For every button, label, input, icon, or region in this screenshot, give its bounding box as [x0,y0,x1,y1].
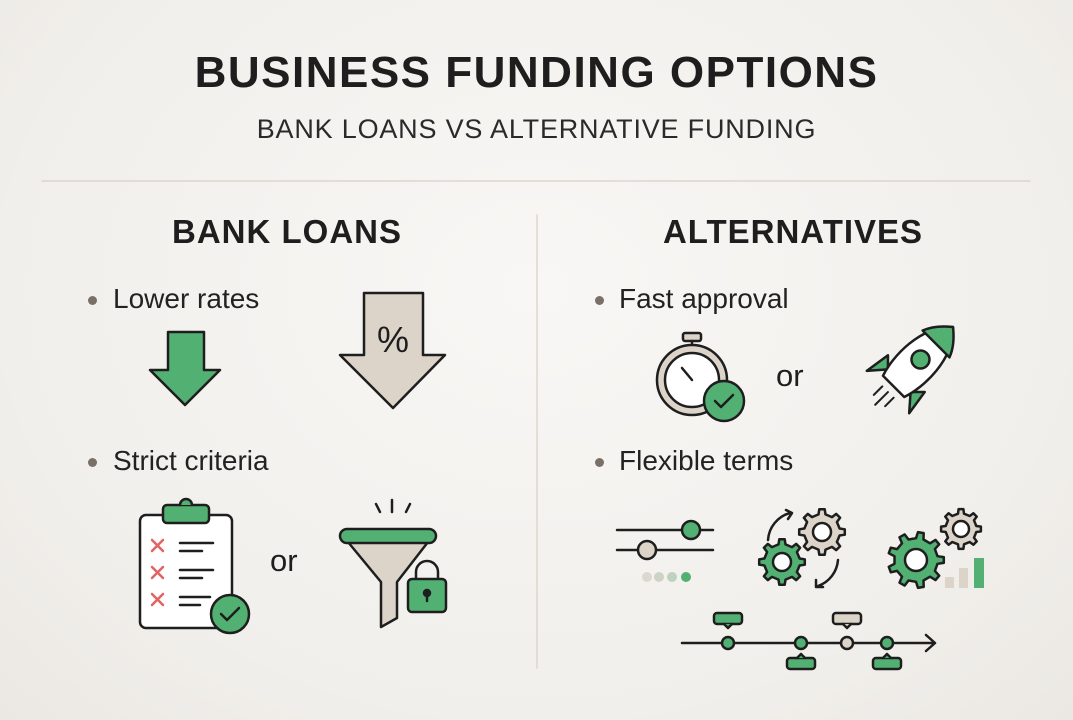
gears-growth-icon [887,507,984,590]
rocket-icon [865,325,955,415]
bullet-dot [88,458,97,467]
bullet-lower-rates: Lower rates [113,283,260,314]
percent-symbol: % [377,319,409,360]
bullet-fast-approval: Fast approval [619,283,789,314]
clipboard-checklist-icon [138,497,251,635]
timeline-icon [680,611,937,671]
percent-down-arrow-icon: % [338,291,447,410]
bullet-strict-criteria: Strict criteria [113,445,269,476]
bullet-dot [595,296,604,305]
or-label: or [776,358,804,393]
down-arrow-icon [148,330,222,407]
alternatives-heading: ALTERNATIVES [662,213,924,250]
stopwatch-check-icon [655,331,746,423]
bullet-dot [595,458,604,467]
page-title: BUSINESS FUNDING OPTIONS [194,48,879,97]
or-label: or [270,543,298,578]
bank-loans-heading: BANK LOANS [172,213,402,250]
page-subtitle: BANK LOANS VS ALTERNATIVE FUNDING [256,114,817,144]
bullet-flexible-terms: Flexible terms [619,445,794,476]
gears-cycle-icon [757,507,847,589]
sliders-icon [615,519,715,582]
funnel-lock-icon [338,498,448,629]
bullet-dot [88,296,97,305]
